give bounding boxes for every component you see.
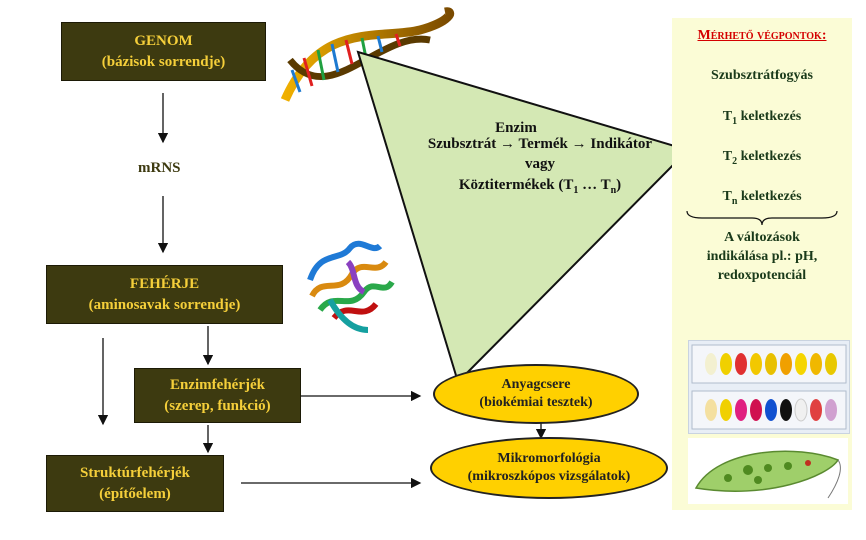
strukturfeherjek-box: Struktúrfehérjék (építőelem) (46, 455, 224, 512)
brace-icon (686, 210, 838, 226)
enzim-label: Enzim (495, 120, 537, 136)
panel-item-t1: T1 keletkezés (722, 109, 802, 127)
dna-helix-image (280, 7, 455, 102)
panel-changes-line3: redoxpotenciál (717, 268, 807, 283)
panel-item-tn: Tn keletkezés (722, 189, 802, 207)
feherje-box: FEHÉRJE (aminosavak sorrendje) (46, 265, 283, 324)
protein-structure-image (307, 240, 395, 333)
enzimfeherjek-box: Enzimfehérjék (szerep, funkció) (134, 368, 301, 423)
vagy-text: vagy (525, 156, 555, 173)
strukturfeherjek-title: Struktúrfehérjék (80, 465, 190, 482)
genom-subtitle: (bázisok sorrendje) (101, 53, 226, 70)
enzyme-reaction-triangle (356, 50, 690, 384)
intermediates-text: Köztitermékek (T1 … Tn) (458, 176, 622, 196)
euglena-micrograph-image (688, 438, 848, 504)
measurable-endpoints-panel: Mérhető végpontok: Szubsztrátfogyás T1 k… (672, 18, 852, 510)
panel-changes-line1: A változások (724, 230, 800, 245)
mrns-label: mRNS (138, 160, 181, 176)
triangle-text: Enzim Szubsztrát → Termék → Indikátor va… (380, 118, 700, 197)
mikromorfologia-ellipse: Mikromorfológia (mikroszkópos vizsgálato… (430, 437, 668, 499)
genom-box: GENOM (bázisok sorrendje) (61, 22, 266, 81)
anyagcsere-title: Anyagcsere (501, 376, 571, 392)
strukturfeherjek-subtitle: (építőelem) (99, 485, 171, 502)
anyagcsere-subtitle: (biokémiai tesztek) (479, 395, 593, 410)
enzimfeherjek-subtitle: (szerep, funkció) (164, 397, 271, 414)
mikromorfologia-subtitle: (mikroszkópos vizsgálatok) (467, 469, 631, 484)
panel-item-substrate: Szubsztrátfogyás (711, 68, 813, 83)
reaction-text: Szubsztrát → Termék → Indikátor (427, 136, 653, 152)
feherje-subtitle: (aminosavak sorrendje) (88, 296, 241, 313)
enzimfeherjek-title: Enzimfehérjék (170, 377, 265, 394)
biochemical-test-strip-image (688, 340, 850, 434)
panel-title: Mérhető végpontok: (697, 28, 827, 43)
mikromorfologia-title: Mikromorfológia (497, 450, 601, 466)
genom-title: GENOM (134, 33, 193, 50)
feherje-title: FEHÉRJE (129, 276, 200, 293)
anyagcsere-ellipse: Anyagcsere (biokémiai tesztek) (433, 364, 639, 424)
panel-item-t2: T2 keletkezés (722, 149, 802, 167)
panel-changes-line2: indikálása pl.: pH, (706, 249, 818, 264)
